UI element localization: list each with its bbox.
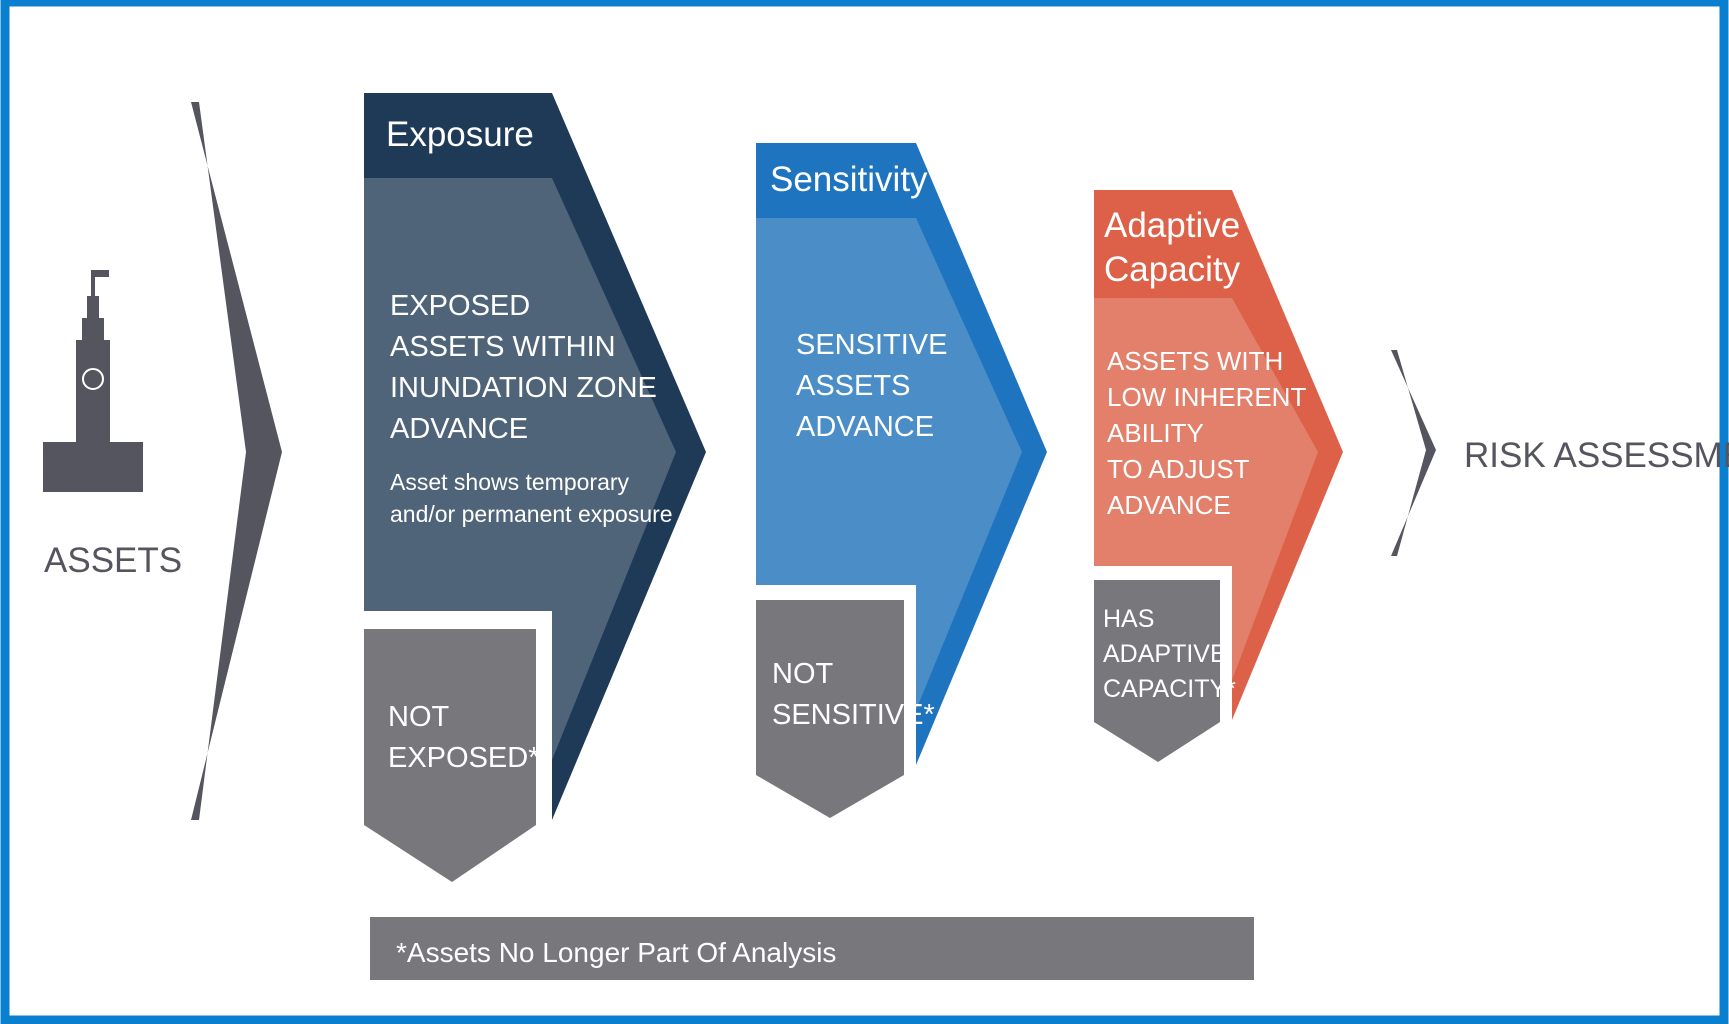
exposure-stage: Exposure EXPOSED ASSETS WITHIN INUNDATIO… <box>364 93 706 885</box>
risk-assessment-label: RISK ASSESSMENT <box>1464 436 1729 475</box>
adaptive-line-3: ABILITY <box>1107 418 1204 448</box>
not-sensitive-line-1: NOT <box>772 658 834 690</box>
adaptive-line-5: ADVANCE <box>1107 490 1231 520</box>
sensitivity-stage: Sensitivity SENSITIVE ASSETS ADVANCE NOT… <box>756 143 1047 825</box>
has-adaptive-capacity-box <box>1094 580 1220 762</box>
not-sensitive-box <box>756 600 904 818</box>
exposure-line-2: ASSETS WITHIN <box>390 331 616 363</box>
exposure-note-2: and/or permanent exposure <box>390 501 673 527</box>
footnote-bar <box>370 917 1254 980</box>
sensitivity-line-3: ADVANCE <box>796 411 934 443</box>
exposure-line-4: ADVANCE <box>390 413 528 445</box>
footnote-text: *Assets No Longer Part Of Analysis <box>396 937 836 968</box>
not-exposed-box <box>364 629 536 882</box>
exposure-note-1: Asset shows temporary <box>390 469 630 495</box>
exposure-line-1: EXPOSED <box>390 290 530 322</box>
building-tower-icon <box>43 270 143 492</box>
adaptive-line-1: ASSETS WITH <box>1107 346 1283 376</box>
not-sensitive-line-2: SENSITIVE* <box>772 699 935 731</box>
not-exposed-line-2: EXPOSED* <box>388 742 540 774</box>
exposure-title: Exposure <box>386 115 534 154</box>
adaptive-title-2: Capacity <box>1104 250 1241 289</box>
exposure-line-3: INUNDATION ZONE <box>390 372 657 404</box>
adaptive-capacity-stage: Adaptive Capacity ASSETS WITH LOW INHERE… <box>1094 190 1343 768</box>
adaptive-line-4: TO ADJUST <box>1107 454 1250 484</box>
sensitivity-line-1: SENSITIVE <box>796 329 948 361</box>
sensitivity-title: Sensitivity <box>770 160 928 199</box>
not-exposed-line-1: NOT <box>388 701 450 733</box>
has-adaptive-line-1: HAS <box>1103 605 1154 633</box>
has-adaptive-line-2: ADAPTIVE <box>1103 640 1227 668</box>
has-adaptive-line-3: CAPACITY* <box>1103 675 1236 703</box>
chevron-separator <box>191 102 282 820</box>
small-chevron <box>1391 350 1436 556</box>
assets-label: ASSETS <box>44 541 182 580</box>
adaptive-line-2: LOW INHERENT <box>1107 382 1306 412</box>
sensitivity-line-2: ASSETS <box>796 370 910 402</box>
adaptive-title-1: Adaptive <box>1104 206 1240 245</box>
